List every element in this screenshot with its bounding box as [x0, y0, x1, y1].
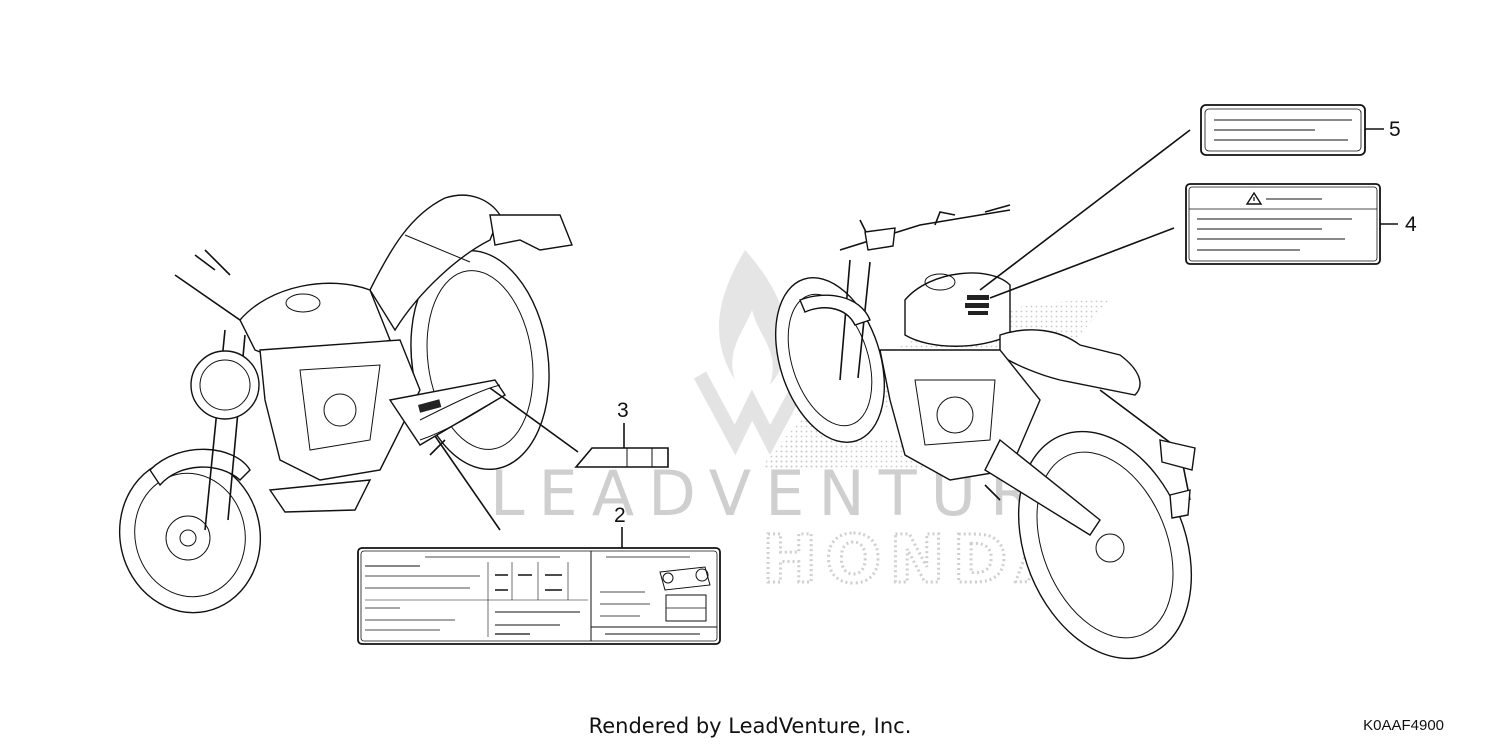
callout-number-4: 4 [1405, 213, 1417, 236]
label-3-chain-tag [574, 447, 669, 468]
watermark-honda-text: HONDA [762, 521, 1074, 598]
leader-line-2 [434, 435, 501, 531]
render-credit: Rendered by LeadVenture, Inc. [588, 714, 912, 738]
callout-number-2: 2 [614, 504, 626, 527]
callout-number-3: 3 [617, 399, 629, 422]
warning-triangle-icon [1245, 191, 1263, 205]
leader-lines [434, 128, 1398, 548]
leader-line-4 [989, 227, 1175, 299]
label-2-info-plate [357, 547, 721, 645]
motorcycle-left-view [118, 194, 573, 614]
diagram-code: K0AAF4900 [1363, 717, 1444, 734]
label-4-warning-plate [1185, 183, 1381, 265]
label-5-info-plate [1200, 104, 1366, 156]
leader-line-3 [489, 387, 579, 453]
leader-line-5 [979, 129, 1191, 291]
motorcycle-right-view [774, 204, 1196, 660]
flame-logo-icon [693, 250, 812, 456]
callout-number-5: 5 [1389, 118, 1401, 141]
